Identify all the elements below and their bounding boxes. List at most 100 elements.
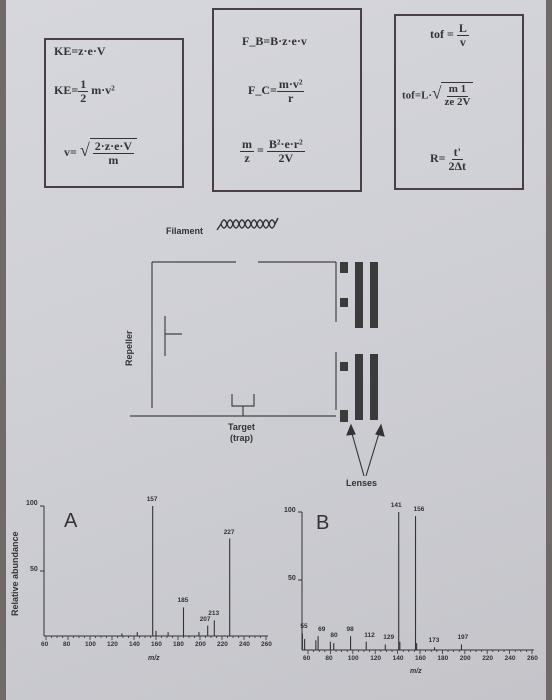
spectrum-a-y-tick-100: 100	[26, 500, 38, 507]
numerator: 1	[78, 77, 89, 92]
x-tick-label: 80	[63, 641, 71, 648]
equation-part: m·v²	[91, 82, 115, 97]
numerator: m 1	[446, 83, 469, 97]
equation-part: v=	[64, 144, 77, 159]
target-trap	[231, 394, 255, 416]
x-tick-label: 120	[107, 641, 118, 648]
spectrum-a-y-tick-50: 50	[30, 566, 38, 573]
peak-label: 156	[413, 506, 425, 514]
peak-label: 69	[318, 626, 326, 634]
peak-label: 185	[177, 597, 189, 605]
equation-part: tof=L·	[402, 89, 433, 102]
denominator: r	[287, 90, 294, 105]
equation-box-forces	[212, 8, 362, 192]
numerator: t'	[451, 145, 463, 160]
x-tick-label: 180	[437, 655, 449, 662]
equation-resolution: R= t'2Δt	[430, 146, 466, 172]
x-tick-label: 200	[195, 641, 206, 648]
trap-label: (trap)	[230, 433, 253, 443]
numerator: m	[240, 137, 254, 152]
equation-part: F_C=	[248, 82, 277, 97]
target-label: Target	[228, 422, 255, 432]
denominator: z	[244, 150, 250, 165]
denominator: 2	[80, 90, 87, 105]
peak-label: 141	[390, 502, 402, 509]
spectrum-b-y-tick-100: 100	[284, 507, 296, 514]
peak-label: 207	[199, 615, 211, 623]
lens-plates	[340, 262, 378, 422]
lens-arrows-icon	[346, 423, 385, 477]
equation-part: =	[257, 142, 264, 157]
x-tick-label: 160	[415, 655, 426, 662]
denominator: 2V	[278, 150, 294, 165]
x-tick-label: 220	[482, 655, 494, 662]
spectrum-b-y-tick-50: 50	[288, 575, 296, 582]
numerator: B²·e·r²	[266, 137, 305, 152]
denominator: 2Δt	[448, 158, 467, 173]
x-tick-label: 140	[129, 641, 140, 648]
spectrum-a-label: A	[64, 510, 78, 532]
x-tick-label: 140	[392, 655, 404, 662]
spectrum-a-x-ticks	[45, 636, 267, 640]
spectrum-b-peaks	[301, 512, 462, 650]
spectrum-b-x-axis-label: m/z	[410, 668, 422, 675]
x-tick-label: 200	[459, 655, 471, 662]
peak-label: 213	[208, 610, 220, 618]
x-tick-label: 60	[303, 655, 311, 662]
peak-label: 173	[428, 637, 440, 645]
x-tick-label: 120	[370, 655, 382, 662]
sqrt-icon: √	[432, 83, 442, 103]
peak-label: 112	[364, 631, 375, 639]
equation-part: R=	[430, 150, 446, 165]
peak-label: 55	[300, 623, 308, 631]
equation-box-kinetic-energy	[44, 38, 184, 188]
peak-label: 157	[146, 496, 158, 503]
x-tick-label: 100	[347, 655, 359, 662]
y-axis-label: Relative abundance	[10, 531, 20, 616]
x-tick-label: 220	[217, 641, 228, 648]
x-tick-label: 240	[239, 641, 250, 648]
equation-part: tof =	[430, 26, 454, 41]
x-tick-label: 180	[173, 641, 184, 648]
spectrum-b-x-ticks	[307, 650, 533, 654]
denominator: v	[459, 34, 466, 49]
spectrum-a-peaks	[121, 506, 231, 636]
x-tick-label: 240	[504, 655, 516, 662]
peak-label: 98	[346, 626, 354, 634]
equation-ke: KE=z·e·V	[54, 44, 106, 58]
fraction: t'2Δt	[449, 146, 467, 172]
spectrum-b-label: B	[316, 512, 330, 534]
peak-label: 80	[330, 631, 338, 639]
equation-magnetic-force: F_B=B·z·e·v	[242, 34, 307, 48]
sqrt-icon: √	[79, 139, 90, 160]
x-tick-label: 80	[325, 655, 333, 662]
numerator: L	[456, 21, 469, 36]
denominator: ze 2V	[444, 95, 471, 108]
peak-label: 227	[223, 528, 235, 536]
equation-part: KE=	[54, 82, 79, 97]
lenses-label: Lenses	[346, 478, 378, 488]
x-tick-label: 160	[151, 641, 162, 648]
x-tick-label: 260	[527, 655, 538, 662]
x-tick-label: 260	[261, 641, 272, 648]
ion-chamber	[130, 261, 337, 417]
filament-label: Filament	[166, 226, 204, 236]
denominator: m	[108, 152, 119, 167]
numerator: 2·z·e·V	[92, 139, 135, 154]
peak-label: 197	[457, 634, 469, 642]
x-tick-label: 100	[85, 641, 96, 648]
mass-spectrometer-diagram	[40, 217, 534, 654]
